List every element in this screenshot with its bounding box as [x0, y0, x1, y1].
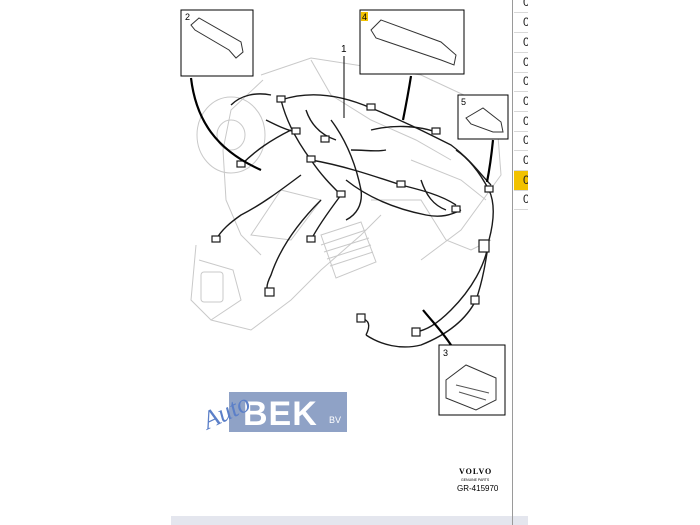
callout-number-5: 5 — [461, 97, 466, 107]
horizontal-scrollbar[interactable] — [171, 516, 528, 525]
callout-leaders — [189, 75, 495, 346]
brand-logo-text: VOLVO — [459, 467, 492, 476]
callout-box-5 — [457, 94, 509, 140]
list-item[interactable]: 0 — [514, 131, 528, 151]
list-item[interactable]: 0 — [514, 53, 528, 73]
list-item[interactable]: 0 — [514, 190, 528, 210]
callout-number-3: 3 — [443, 348, 448, 358]
callout-number-1: 1 — [341, 44, 347, 55]
list-item[interactable]: 0 — [514, 0, 528, 13]
parts-diagram-sheet: 2 4 5 3 1 BEK BV Auto VOLVO GENUINE PART… — [171, 0, 514, 520]
list-item[interactable]: 0 — [514, 72, 528, 92]
harness-connectors — [211, 95, 494, 337]
callout-number-4: 4 — [362, 12, 367, 22]
harness-wires — [215, 93, 494, 348]
list-item-selected[interactable]: 0 — [514, 171, 528, 191]
list-item[interactable]: 0 — [514, 33, 528, 53]
callout-box-4 — [359, 9, 465, 75]
list-item[interactable]: 0 — [514, 112, 528, 132]
highlight-marker — [361, 12, 368, 21]
panel-divider — [512, 0, 513, 525]
list-item[interactable]: 0 — [514, 92, 528, 112]
callout-box-3 — [438, 344, 506, 416]
callout-box-2 — [180, 9, 254, 77]
brand-subtitle: GENUINE PARTS — [461, 478, 490, 482]
wiring-harness-diagram: 2 4 5 3 1 BEK BV Auto VOLVO GENUINE PART… — [180, 9, 509, 493]
list-item[interactable]: 0 — [514, 13, 528, 33]
watermark-word: BEK — [243, 395, 318, 433]
callout-number-2: 2 — [185, 12, 190, 22]
watermark-suffix: BV — [329, 415, 341, 425]
parts-list-panel: 0 0 0 0 0 0 0 0 0 0 0 — [514, 0, 700, 215]
watermark-logo: BEK BV Auto — [196, 388, 347, 436]
list-item[interactable]: 0 — [514, 151, 528, 171]
part-code: GR-415970 — [457, 484, 499, 493]
dashboard-outline — [190, 57, 502, 331]
